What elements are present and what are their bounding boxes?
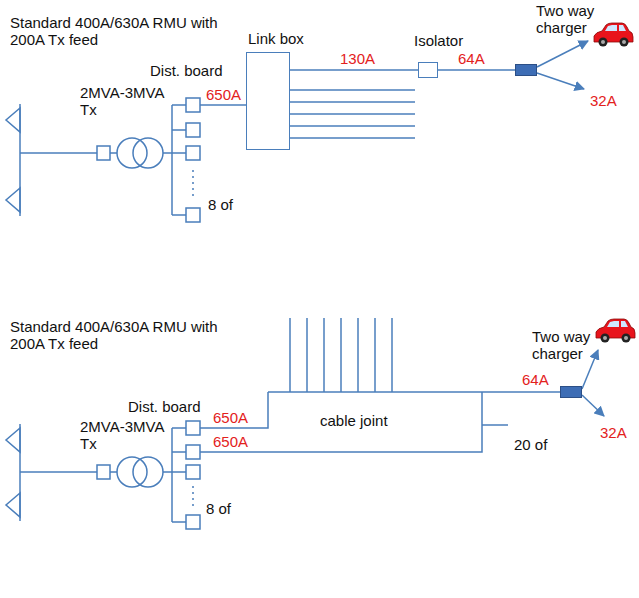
transformer-winding: [117, 138, 147, 168]
feeder-cable: [200, 392, 268, 428]
rmu-feeder-symbol: [6, 493, 20, 517]
charger-cable: [482, 391, 560, 393]
transformer-winding: [133, 457, 163, 487]
power-flow-arrow: [582, 350, 598, 389]
cable-joint-branch: [391, 318, 393, 392]
tx-feed-wire: [163, 471, 172, 473]
cable-joint-branch: [306, 318, 308, 392]
cable-joint-branch: [357, 318, 359, 392]
equipment-note: Standard 400A/630A RMU with 200A Tx feed: [10, 318, 232, 352]
rmu-feeder-symbol: [6, 428, 20, 452]
tx-breaker: [97, 465, 110, 479]
current-label: 650A: [213, 409, 248, 426]
equipment-label: 2MVA-3MVA Tx: [80, 84, 175, 118]
tx-feed-wire: [110, 471, 117, 473]
electric-car: [594, 23, 633, 47]
node-heading: Two way charger: [536, 2, 600, 36]
feeder-stub: [172, 214, 186, 216]
feeder-cable: [200, 392, 482, 452]
equipment-node: Two way charger: [536, 2, 600, 36]
tx-breaker: [97, 146, 110, 160]
feeder-breaker: [186, 98, 200, 112]
transformer-winding: [117, 457, 147, 487]
feeder-breaker: [186, 146, 200, 160]
equipment-node: Isolator: [414, 32, 463, 49]
equipment-note: Standard 400A/630A RMU with 200A Tx feed: [10, 14, 232, 48]
tx-feed-wire: [20, 152, 97, 154]
feeder-cable: [200, 104, 246, 106]
feeder-stub: [172, 521, 186, 523]
feeder-breaker: [186, 445, 200, 459]
feeder-stub: [172, 451, 186, 453]
rmu-feeder-symbol: [6, 108, 20, 132]
feeder-breaker: [186, 421, 200, 435]
cable-connector: [438, 69, 515, 71]
tx-feed-wire: [20, 471, 97, 473]
link-box: [246, 52, 290, 150]
distribution-busbar: [171, 428, 173, 522]
current-label: 64A: [522, 371, 549, 388]
outgoing-cable: [290, 125, 415, 127]
distribution-busbar: [171, 105, 173, 215]
current-label: 650A: [206, 86, 241, 103]
charger-box: [515, 64, 537, 76]
outgoing-cable: [290, 113, 415, 115]
current-label: 64A: [458, 50, 485, 67]
power-flow-arrow: [582, 395, 604, 416]
power-flow-arrow: [537, 41, 588, 67]
equipment-label: cable joint: [320, 412, 388, 429]
node-heading: Two way charger: [532, 328, 596, 362]
equipment-node: Two way charger: [532, 328, 596, 362]
feeder-stub: [172, 471, 186, 473]
node-heading: Isolator: [414, 32, 463, 49]
equipment-label: 2MVA-3MVA Tx: [80, 418, 175, 452]
isolator-box: [418, 62, 438, 78]
feeder-stub: [172, 104, 186, 106]
equipment-node: Link box: [248, 30, 304, 47]
cable-joint-branch: [340, 318, 342, 392]
count-note: 20 of: [514, 436, 547, 453]
feeder-breaker: [186, 465, 200, 479]
outgoing-cable: [290, 89, 415, 91]
transformer-winding: [133, 138, 163, 168]
outgoing-cable: [290, 101, 415, 103]
cable-joint-branch: [374, 318, 376, 392]
cable-joint-branch: [289, 318, 291, 392]
equipment-label: Dist. board: [150, 62, 223, 79]
rmu-feeder-symbol: [6, 188, 20, 212]
outgoing-cable: [290, 137, 415, 139]
node-heading: Link box: [248, 30, 304, 47]
feeder-stub: [172, 152, 186, 154]
tx-feed-wire: [110, 152, 117, 154]
feeder-breaker: [186, 515, 200, 529]
rmu-busbar: [19, 104, 21, 216]
current-label: 32A: [600, 424, 627, 441]
cable-connector: [290, 69, 418, 71]
continuation-dots: [192, 170, 194, 200]
feeder-breaker: [186, 208, 200, 222]
electric-car: [596, 319, 635, 343]
charger-cable: [482, 424, 508, 426]
continuation-dots: [192, 486, 194, 510]
charger-box: [560, 386, 582, 398]
feeder-stub: [172, 427, 186, 429]
feeder-stub: [172, 129, 186, 131]
count-note: 8 of: [208, 196, 233, 213]
tx-feed-wire: [163, 152, 172, 154]
count-note: 8 of: [206, 500, 231, 517]
equipment-label: Dist. board: [128, 398, 201, 415]
current-label: 130A: [340, 50, 375, 67]
current-label: 32A: [590, 92, 617, 109]
feeder-breaker: [186, 123, 200, 137]
power-flow-arrow: [537, 73, 584, 89]
current-label: 650A: [213, 433, 248, 450]
cable-joint-branch: [323, 318, 325, 392]
